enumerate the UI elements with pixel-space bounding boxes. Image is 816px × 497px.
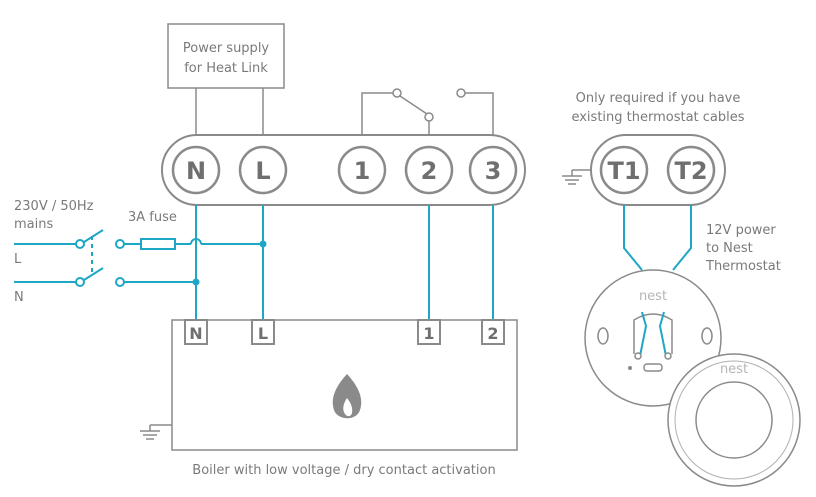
terminal-n: N xyxy=(171,145,221,195)
terminal-3: 3 xyxy=(468,145,518,195)
power-supply-label-1: Power supply xyxy=(183,41,270,56)
terminal-t2-label: T2 xyxy=(674,157,707,185)
boiler-terminal-2-label: 2 xyxy=(487,324,498,343)
fuse-label: 3A fuse xyxy=(128,210,177,225)
boiler-terminal-n-label: N xyxy=(189,324,202,343)
power-note-2: to Nest xyxy=(706,241,753,256)
terminal-2-label: 2 xyxy=(421,157,438,185)
terminal-1-label: 1 xyxy=(354,157,371,185)
power-supply-label-2: for Heat Link xyxy=(184,61,268,76)
boiler-caption: Boiler with low voltage / dry contact ac… xyxy=(192,463,495,478)
terminal-3-label: 3 xyxy=(485,157,502,185)
boiler-terminal-n: N xyxy=(184,319,208,345)
relay-switch-icon xyxy=(361,88,494,135)
mains-wiring xyxy=(14,205,494,320)
nest-thermostat: nest xyxy=(667,353,801,487)
power-note-1: 12V power xyxy=(706,223,776,238)
fuse-icon xyxy=(140,238,176,250)
mains-neutral-label: N xyxy=(14,290,24,305)
terminal-l-label: L xyxy=(255,157,270,185)
nest-base-brand: nest xyxy=(639,289,667,304)
nest-device-brand: nest xyxy=(720,362,748,377)
nest-base-plate: nest xyxy=(584,269,722,407)
boiler-box: N L 1 2 xyxy=(171,319,518,451)
power-supply-box: Power supply for Heat Link xyxy=(167,23,285,89)
thermostat-wiring xyxy=(623,205,692,271)
boiler-terminal-2: 2 xyxy=(481,319,505,345)
terminal-1: 1 xyxy=(337,145,387,195)
thermostat-note-1: Only required if you have xyxy=(576,91,741,106)
boiler-terminal-l-label: L xyxy=(258,324,268,343)
terminal-t1-label: T1 xyxy=(607,157,640,185)
terminal-t1: T1 xyxy=(599,145,649,195)
terminal-t2: T2 xyxy=(666,145,716,195)
ground-icon xyxy=(140,424,172,440)
mains-label: mains xyxy=(14,217,53,232)
terminal-2: 2 xyxy=(404,145,454,195)
boiler-terminal-l: L xyxy=(251,319,275,345)
ground-icon xyxy=(562,169,591,185)
terminal-n-label: N xyxy=(186,157,206,185)
thermostat-terminal-block: T1 T2 xyxy=(590,134,726,206)
mains-voltage-label: 230V / 50Hz xyxy=(14,199,94,214)
mains-live-label: L xyxy=(14,252,22,267)
heat-link-terminal-block: N L 1 2 3 xyxy=(161,134,526,206)
power-note-3: Thermostat xyxy=(705,259,781,274)
terminal-l: L xyxy=(238,145,288,195)
thermostat-note-2: existing thermostat cables xyxy=(571,110,744,125)
flame-icon xyxy=(332,374,362,419)
boiler-terminal-1-label: 1 xyxy=(423,324,434,343)
boiler-terminal-1: 1 xyxy=(417,319,441,345)
